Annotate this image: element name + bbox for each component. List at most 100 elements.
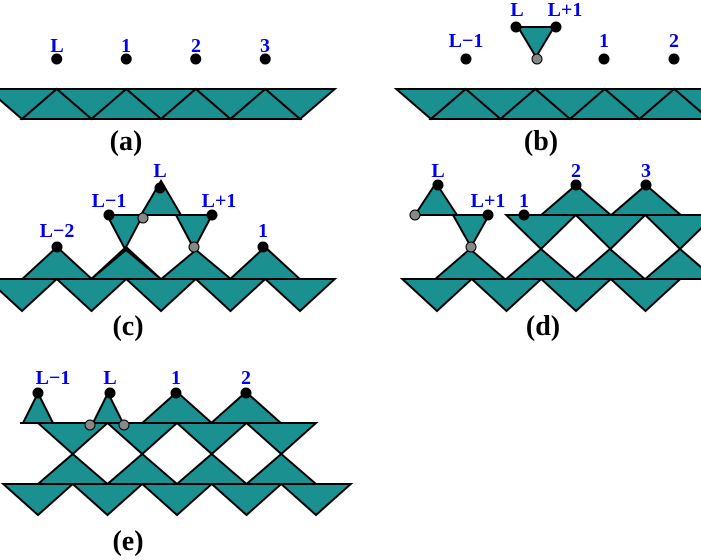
site-label-d-1: 1 (519, 190, 529, 212)
diagram-shapes (0, 21, 701, 517)
up-triangle-20 (567, 87, 643, 120)
site-98 (240, 387, 252, 399)
site-label-b-2: 2 (669, 30, 679, 52)
up-triangle-56 (432, 247, 508, 280)
site-9 (51, 53, 63, 65)
up-triangle-57 (503, 247, 579, 280)
panel-d: L L+1 1 2 3 (d) (431, 160, 651, 342)
site-12 (259, 53, 271, 65)
panel-caption-a: (a) (110, 126, 143, 157)
site-label-a-2: 2 (191, 35, 201, 57)
up-triangle-38 (139, 179, 183, 216)
site-25 (550, 21, 562, 33)
site-label-d-3: 3 (641, 160, 651, 182)
panel-caption-b: (b) (524, 126, 558, 157)
down-triangle-60 (503, 214, 579, 251)
site-49 (51, 241, 63, 253)
site-68 (432, 179, 444, 191)
panel-c: L−2 L−1 L L+1 1 (c) (40, 160, 268, 342)
down-triangle-77 (174, 422, 250, 456)
site-label-c-Lm2: L−2 (40, 220, 75, 242)
junction-site-74 (465, 241, 477, 253)
site-27 (598, 53, 610, 65)
up-triangle-18 (428, 87, 504, 120)
panel-caption-d: (d) (526, 311, 560, 342)
down-triangle-22 (516, 26, 556, 59)
down-triangle-30 (0, 278, 60, 313)
panel-a: L 1 2 3 (a) (50, 35, 270, 157)
up-triangle-59 (642, 247, 701, 280)
site-label-d-Lp1: L+1 (471, 190, 506, 212)
site-95 (32, 387, 44, 399)
up-triangle-7 (158, 87, 234, 120)
down-triangle-78 (243, 422, 319, 456)
down-triangle-31 (54, 278, 129, 313)
site-label-e-1: 1 (171, 367, 181, 389)
up-triangle-84 (35, 452, 111, 485)
down-triangle-54 (538, 278, 614, 313)
junction-site-99 (84, 419, 96, 431)
up-triangle-6 (88, 87, 164, 120)
junction-site-73 (409, 209, 421, 221)
up-triangle-19 (497, 87, 573, 120)
site-label-a-1: 1 (121, 35, 131, 57)
site-label-b-Lp1: L+1 (548, 0, 583, 21)
down-triangle-75 (35, 422, 111, 456)
down-triangle-34 (262, 278, 338, 313)
site-label-a-L: L (50, 35, 63, 57)
panel-b: L−1 L L+1 1 2 (b) (449, 0, 679, 157)
down-triangle-76 (104, 422, 180, 456)
up-triangle-86 (174, 452, 250, 485)
site-28 (668, 53, 680, 65)
down-triangle-61 (573, 214, 648, 251)
site-46 (103, 209, 115, 221)
site-label-d-L: L (431, 160, 444, 182)
site-label-d-2: 2 (571, 160, 581, 182)
up-triangle-42 (158, 248, 234, 280)
up-triangle-87 (243, 452, 319, 485)
up-triangle-5 (19, 87, 95, 120)
site-label-e-2: 2 (241, 367, 251, 389)
up-triangle-58 (572, 247, 648, 280)
down-triangle-32 (123, 278, 199, 313)
site-26 (460, 53, 472, 65)
panel-caption-e: (e) (112, 526, 143, 557)
site-24 (510, 21, 522, 33)
up-triangle-85 (104, 452, 180, 485)
up-triangle-41 (88, 248, 164, 280)
site-70 (518, 209, 530, 221)
down-triangle-52 (399, 278, 475, 313)
site-72 (640, 179, 652, 191)
down-triangle-92 (278, 483, 354, 517)
site-label-b-L: L (510, 0, 523, 21)
up-triangle-8 (227, 87, 303, 120)
site-48 (257, 241, 269, 253)
up-triangle-21 (636, 87, 701, 120)
site-label-a-3: 3 (260, 35, 270, 57)
site-label-b-Lm1: L−1 (449, 30, 484, 52)
panel-e: L−1 L 1 2 (e) (36, 367, 251, 557)
site-96 (104, 387, 116, 399)
site-label-c-1: 1 (258, 220, 268, 242)
site-label-c-Lp1: L+1 (202, 190, 237, 212)
up-triangle-63 (538, 183, 614, 216)
site-69 (482, 209, 494, 221)
down-triangle-90 (139, 483, 215, 517)
site-71 (570, 179, 582, 191)
down-triangle-33 (193, 278, 268, 313)
site-10 (120, 53, 132, 65)
site-label-b-1: 1 (599, 30, 609, 52)
down-triangle-55 (608, 278, 683, 313)
up-triangle-37 (227, 245, 303, 280)
junction-site-51 (188, 241, 200, 253)
site-label-c-L: L (153, 160, 166, 182)
junction-site-29 (531, 53, 543, 65)
junction-site-100 (118, 419, 130, 431)
site-11 (190, 53, 202, 65)
down-triangle-91 (209, 483, 284, 517)
down-triangle-53 (469, 278, 544, 313)
site-label-e-Lm1: L−1 (36, 367, 71, 389)
junction-site-50 (137, 212, 149, 224)
site-47 (206, 209, 218, 221)
